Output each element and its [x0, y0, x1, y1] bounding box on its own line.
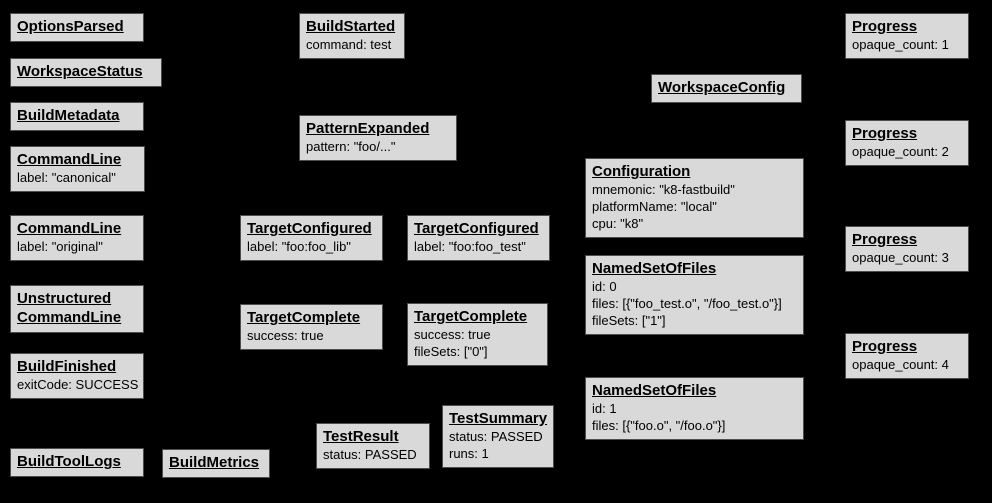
node-property: platformName: "local" [592, 199, 717, 214]
node-title: NamedSetOfFiles [592, 382, 717, 399]
node-build-metadata: BuildMetadata [10, 102, 144, 131]
node-build-finished: BuildFinished exitCode: SUCCESS [10, 353, 144, 399]
node-named-set-of-files-1: NamedSetOfFiles id: 1 files: [{"foo.o", … [585, 377, 804, 440]
node-target-complete-foo-test: TargetComplete success: true fileSets: [… [407, 303, 548, 366]
node-property: label: "foo:foo_lib" [247, 239, 351, 254]
node-title: TestResult [323, 428, 399, 445]
node-property: files: [{"foo.o", "/foo.o"}] [592, 418, 726, 433]
node-title: Progress [852, 18, 918, 35]
node-configuration: Configuration mnemonic: "k8-fastbuild" p… [585, 158, 804, 238]
node-progress-2: Progress opaque_count: 2 [845, 120, 969, 166]
node-title: BuildMetadata [17, 107, 120, 124]
node-property: status: PASSED [449, 429, 543, 444]
node-workspace-config: WorkspaceConfig [651, 74, 802, 103]
node-title: BuildStarted [306, 18, 396, 35]
node-title: TestSummary [449, 410, 548, 427]
node-title: TargetComplete [247, 309, 361, 326]
node-property: success: true [247, 328, 324, 343]
node-title: TargetConfigured [247, 220, 372, 237]
node-options-parsed: OptionsParsed [10, 13, 144, 42]
node-unstructured-command-line: Unstructured CommandLine [10, 285, 144, 333]
node-command-line-original: CommandLine label: "original" [10, 215, 144, 261]
node-property: opaque_count: 4 [852, 357, 949, 372]
node-property: opaque_count: 1 [852, 37, 949, 52]
node-title: CommandLine [17, 151, 122, 168]
node-title: Progress [852, 231, 918, 248]
node-property: runs: 1 [449, 446, 489, 461]
node-title: PatternExpanded [306, 120, 430, 137]
node-property: id: 0 [592, 279, 617, 294]
node-property: success: true [414, 327, 491, 342]
node-property: cpu: "k8" [592, 216, 644, 231]
node-property: mnemonic: "k8-fastbuild" [592, 182, 735, 197]
node-property: files: [{"foo_test.o", "/foo_test.o"}] [592, 296, 782, 311]
node-property: opaque_count: 3 [852, 250, 949, 265]
node-build-metrics: BuildMetrics [162, 449, 270, 478]
node-title: NamedSetOfFiles [592, 260, 717, 277]
node-test-summary: TestSummary status: PASSED runs: 1 [442, 405, 554, 468]
node-test-result: TestResult status: PASSED [316, 423, 430, 469]
node-title: BuildToolLogs [17, 453, 121, 470]
node-property: fileSets: ["1"] [592, 313, 666, 328]
node-progress-4: Progress opaque_count: 4 [845, 333, 969, 379]
node-pattern-expanded: PatternExpanded pattern: "foo/..." [299, 115, 457, 161]
node-title: Progress [852, 125, 918, 142]
node-property: id: 1 [592, 401, 617, 416]
node-command-line-canonical: CommandLine label: "canonical" [10, 146, 145, 192]
node-title: TargetConfigured [414, 220, 539, 237]
node-title: WorkspaceStatus [17, 63, 143, 80]
node-property: status: PASSED [323, 447, 417, 462]
node-property: label: "foo:foo_test" [414, 239, 526, 254]
node-workspace-status: WorkspaceStatus [10, 58, 162, 87]
node-property: command: test [306, 37, 392, 52]
node-title: Configuration [592, 163, 691, 180]
node-title: WorkspaceConfig [658, 79, 786, 96]
node-target-complete-foo-lib: TargetComplete success: true [240, 304, 383, 350]
node-target-configured-foo-test: TargetConfigured label: "foo:foo_test" [407, 215, 550, 261]
node-named-set-of-files-0: NamedSetOfFiles id: 0 files: [{"foo_test… [585, 255, 804, 335]
node-progress-3: Progress opaque_count: 3 [845, 226, 969, 272]
node-target-configured-foo-lib: TargetConfigured label: "foo:foo_lib" [240, 215, 383, 261]
node-progress-1: Progress opaque_count: 1 [845, 13, 969, 59]
node-title: TargetComplete [414, 308, 528, 325]
node-property: label: "original" [17, 239, 103, 254]
node-title: Progress [852, 338, 918, 355]
node-property: label: "canonical" [17, 170, 116, 185]
node-property: pattern: "foo/..." [306, 139, 396, 154]
node-build-started: BuildStarted command: test [299, 13, 405, 59]
node-title: CommandLine [17, 220, 122, 237]
node-property: opaque_count: 2 [852, 144, 949, 159]
node-title: BuildFinished [17, 358, 117, 375]
node-title: Unstructured CommandLine [17, 290, 122, 326]
node-title: OptionsParsed [17, 18, 124, 35]
node-title: BuildMetrics [169, 454, 260, 471]
node-property: exitCode: SUCCESS [17, 377, 139, 392]
node-property: fileSets: ["0"] [414, 344, 488, 359]
node-build-tool-logs: BuildToolLogs [10, 448, 144, 477]
